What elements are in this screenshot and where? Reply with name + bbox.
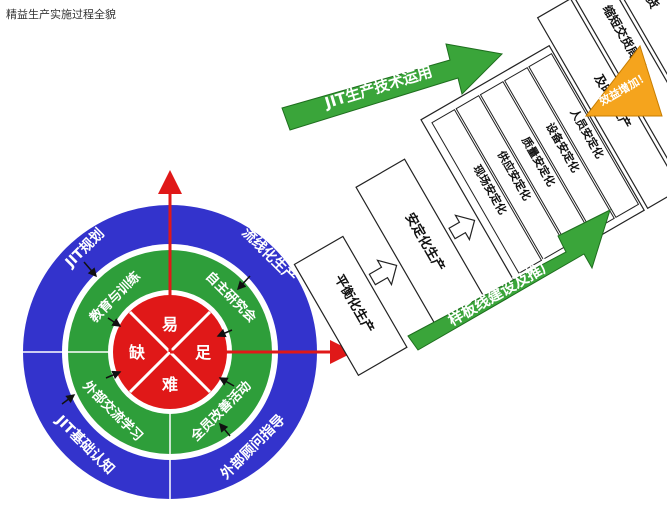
step-5-box <box>581 0 667 168</box>
step-1-box <box>293 235 408 377</box>
ring-arrow <box>105 370 122 380</box>
stabilization-item <box>431 108 543 275</box>
center-label-bottom: 难 <box>161 375 178 394</box>
top-green-arrow <box>281 43 504 131</box>
center-label-right: 足 <box>195 343 212 362</box>
hollow-arrow-1 <box>368 259 398 287</box>
ring-arrow <box>107 317 122 327</box>
ring-arrow <box>219 422 231 437</box>
goal-triangle <box>584 44 663 117</box>
ring-arrow <box>216 328 233 338</box>
step-2-items: 现场安定化 供应安定化 质量安定化 设备安定化 人员安定化 <box>431 52 640 275</box>
page-title: 精益生产实施过程全貌 <box>6 8 116 21</box>
ring-arrow <box>83 261 97 278</box>
ring-arrow <box>61 394 76 405</box>
stabilization-item <box>455 94 567 261</box>
ring-arrow <box>236 275 251 291</box>
stabilization-item <box>528 52 640 219</box>
circle-group: JIT规划 流线化生产 JIT基础认知 外部顾问指导 教育与训练 自主研究会 外… <box>21 170 354 501</box>
center-label-left: 缺 <box>129 343 146 362</box>
bottom-green-arrow <box>407 209 611 351</box>
center-label-top: 易 <box>162 315 178 334</box>
ring-arrow <box>218 377 235 387</box>
hollow-arrow-2 <box>448 214 476 242</box>
